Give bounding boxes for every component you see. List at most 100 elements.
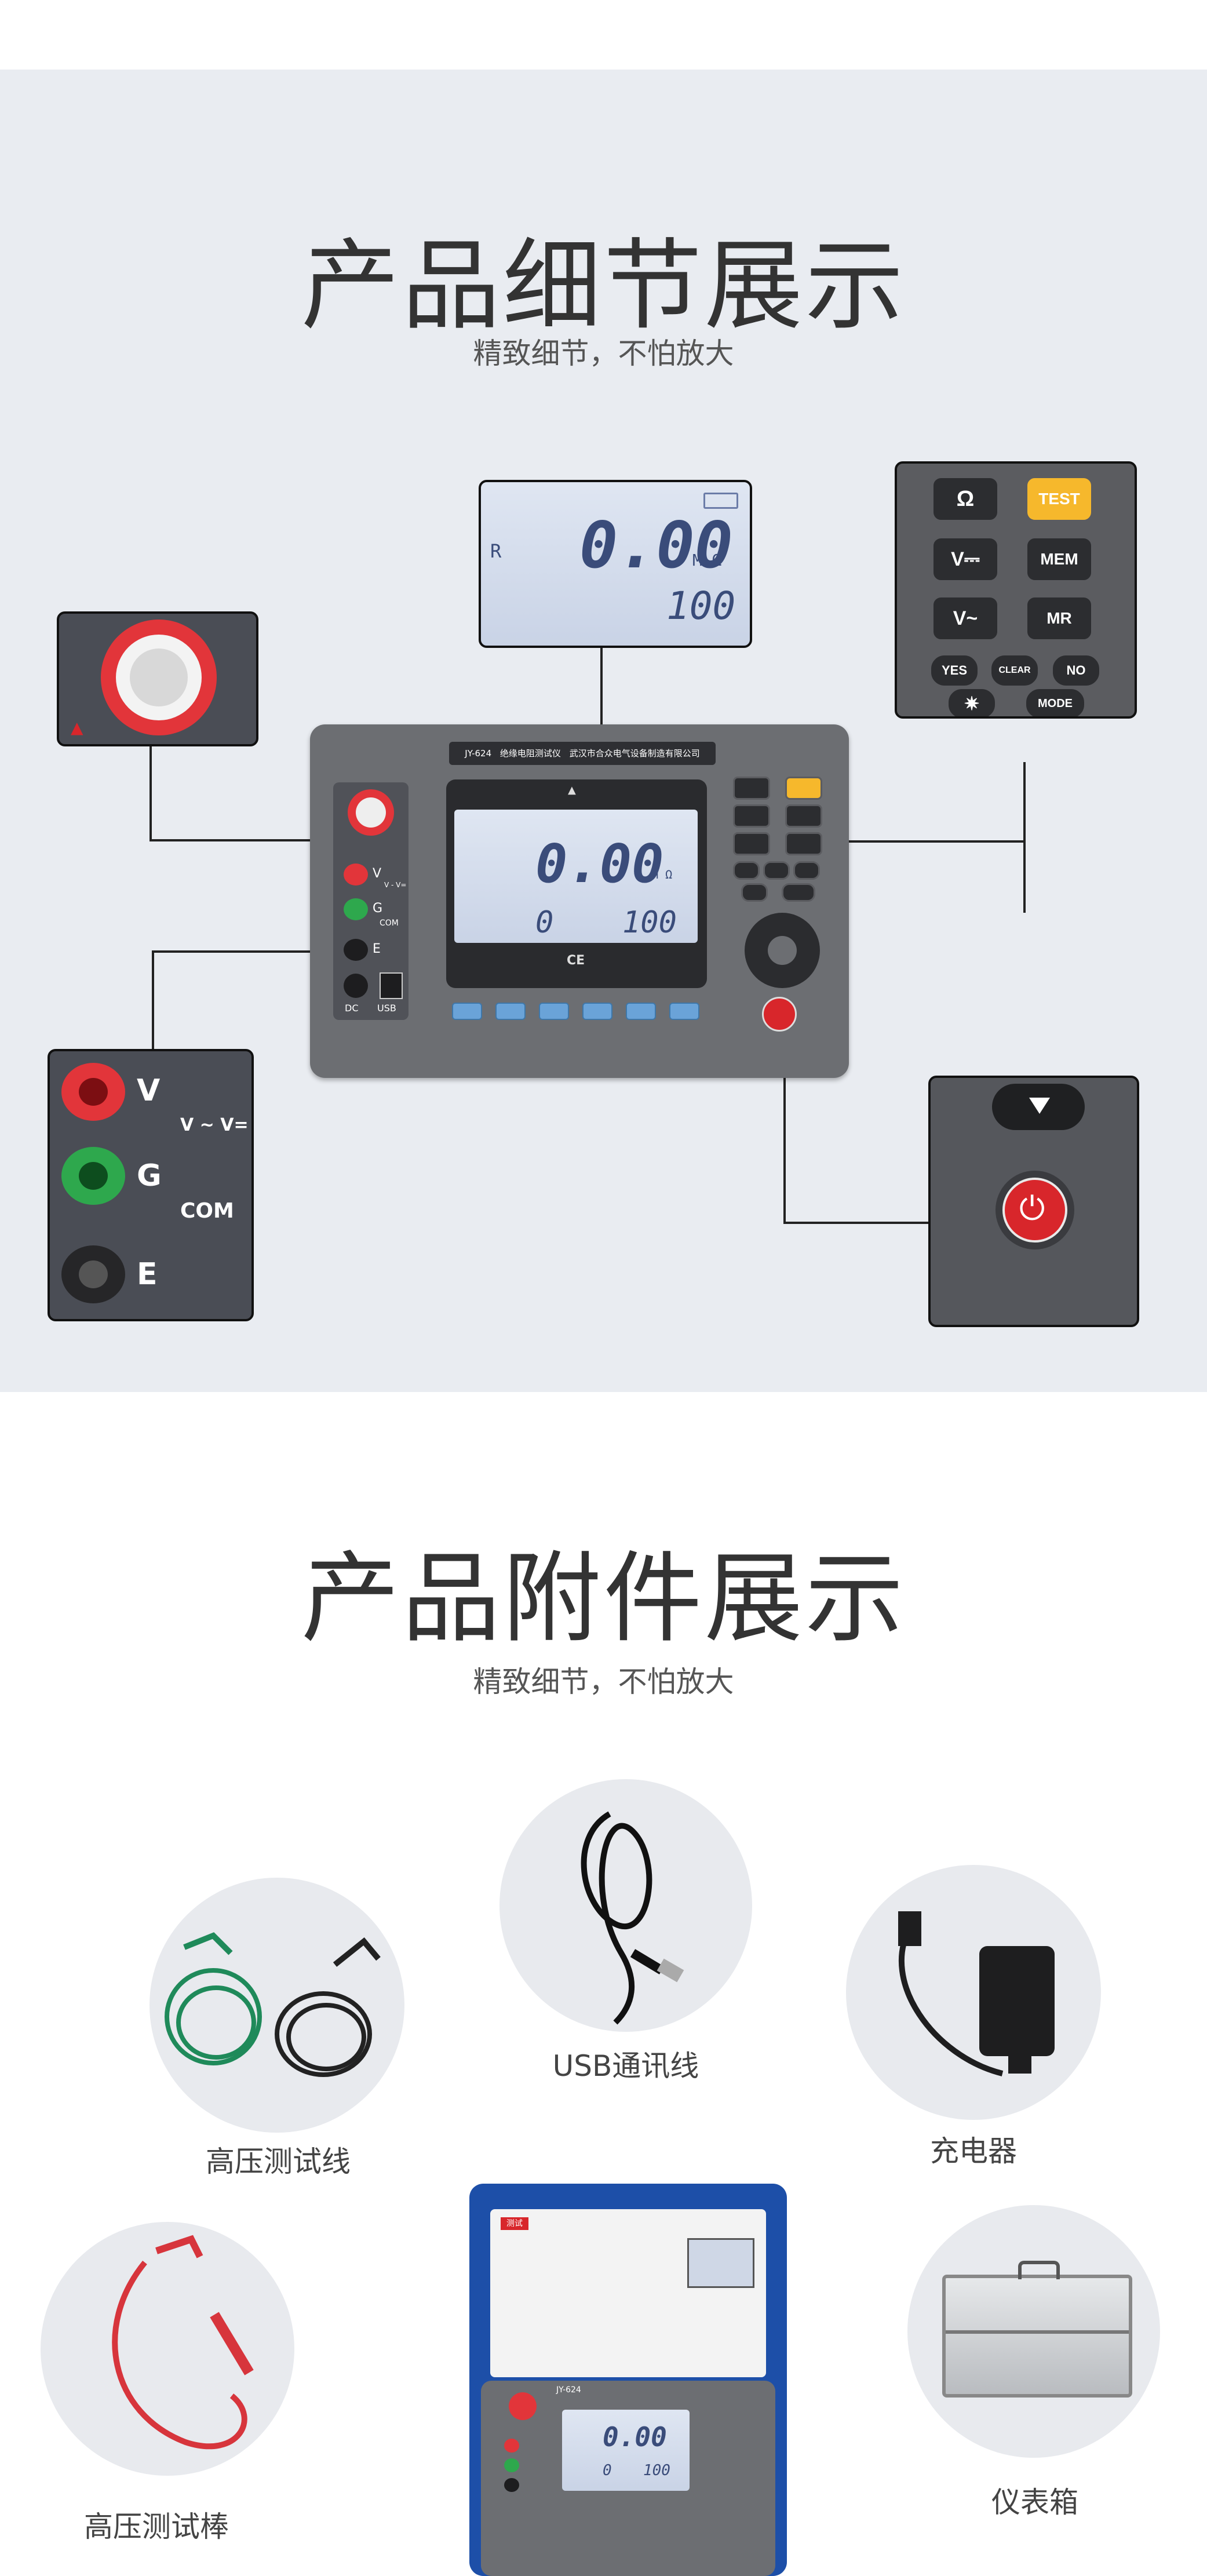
device-v-label: V (373, 866, 382, 881)
charger-label: 充电器 (930, 2134, 1017, 2168)
device-lcd-left: 0 (535, 905, 554, 940)
zoom-keypad-panel: Ω TEST V⎓ MEM V~ MR YES CLEAR NO ✷ MODE (895, 461, 1137, 719)
device-keypad (733, 777, 832, 927)
softkey-3[interactable] (539, 1003, 569, 1020)
connector-term-h (152, 950, 337, 953)
device-no-key[interactable] (793, 861, 820, 880)
connector-keys-v (1023, 762, 1026, 913)
warning-icon: ▲ (71, 718, 83, 737)
zoom-lcd-reading: 0.00 (579, 508, 733, 582)
zoom-lcd-r-label: R (490, 540, 502, 562)
zoom-hv-jack-panel: ▲ (57, 611, 258, 746)
case-lid-tag: 测试 (501, 2217, 528, 2230)
device-yes-key[interactable] (733, 861, 760, 880)
accessories-title: 产品附件展示 (301, 1542, 906, 1656)
device-header-strip: JY-624 绝缘电阻测试仪 武汉市合众电气设备制造有限公司 (449, 742, 716, 765)
tester-device: JY-624 绝缘电阻测试仪 武汉市合众电气设备制造有限公司 V V - V= … (310, 724, 849, 1078)
terminal-e-icon (61, 1245, 125, 1303)
softkey-1[interactable] (452, 1003, 482, 1020)
softkey-4[interactable] (582, 1003, 612, 1020)
zoom-terminals-panel: V G E V ~ V= COM (48, 1049, 254, 1321)
case-lid-manual: 测试 (490, 2209, 766, 2377)
no-key[interactable]: NO (1051, 654, 1101, 687)
power-button[interactable]: ⏻ (1002, 1178, 1067, 1243)
detail-title: 产品细节展示 (301, 229, 906, 344)
mem-key[interactable]: MEM (1026, 537, 1093, 582)
connector-lcd (600, 643, 603, 777)
device-maker: 武汉市合众电气设备制造有限公司 (569, 748, 700, 759)
connector-power-h (783, 1222, 928, 1224)
usb-label: USB (377, 1003, 396, 1014)
down-arrow-icon (1029, 1098, 1050, 1114)
down-arrow-button[interactable] (992, 1084, 1085, 1130)
connector-term-v (152, 950, 154, 1049)
zoom-lcd-unit: M Ω (692, 551, 722, 570)
terminal-g-label: G (137, 1158, 162, 1193)
case-lcd-right: 100 (643, 2462, 670, 2479)
com-label: COM (180, 1199, 234, 1223)
softkey-5[interactable] (626, 1003, 656, 1020)
device-display-bezel: ▲ 0.00 M Ω 0 100 CE (446, 779, 707, 988)
device-vac-key[interactable] (733, 832, 770, 855)
device-g-label: G (373, 901, 383, 916)
ce-mark: CE (567, 953, 585, 968)
zoom-power-panel: ⏻ (928, 1076, 1139, 1327)
vac-key[interactable]: V~ (932, 596, 999, 641)
device-terminal-column: V V - V= G COM E DC USB (333, 782, 409, 1020)
device-mode-key[interactable] (782, 883, 815, 902)
mode-key[interactable]: MODE (1024, 687, 1086, 716)
dc-port (344, 974, 368, 998)
device-e-label: E (373, 942, 381, 956)
device-vdc-key[interactable] (733, 804, 770, 828)
mr-key[interactable]: MR (1026, 596, 1093, 641)
terminal-v-label: V (137, 1073, 161, 1108)
light-key[interactable]: ✷ (947, 687, 997, 716)
device-clear-key[interactable] (763, 861, 790, 880)
detail-subtitle: 精致细节，不怕放大 (473, 337, 734, 370)
device-power-button[interactable] (762, 997, 797, 1032)
device-lcd-right: 100 (622, 905, 677, 940)
connector-power-v (783, 1020, 786, 1223)
softkey-2[interactable] (495, 1003, 526, 1020)
device-com-label: COM (380, 919, 399, 928)
terminal-v-icon (61, 1063, 125, 1121)
device-dpad[interactable] (745, 913, 820, 988)
device-mr-key[interactable] (785, 832, 822, 855)
usb-port (380, 972, 403, 999)
power-icon: ⏻ (1019, 1190, 1045, 1227)
hv-test-lead-label: 高压测试线 (206, 2145, 351, 2178)
test-key[interactable]: TEST (1026, 476, 1093, 522)
device-ohm-key[interactable] (733, 777, 770, 800)
softkey-6[interactable] (669, 1003, 699, 1020)
case-device: JY-624 0.00 0 100 (481, 2381, 775, 2576)
terminal-e-label: E (137, 1257, 158, 1292)
device-hv-jack (348, 789, 394, 836)
hv-test-probe-image (41, 2222, 294, 2476)
device-model: JY-624 (465, 748, 492, 759)
device-lcd-reading: 0.00 (535, 833, 664, 895)
device-light-key[interactable] (741, 883, 768, 902)
device-test-key[interactable] (785, 777, 822, 800)
device-mem-key[interactable] (785, 804, 822, 828)
yes-key[interactable]: YES (929, 654, 979, 687)
vdc-key[interactable]: V⎓ (932, 537, 999, 582)
usb-cable-label: USB通讯线 (552, 2049, 699, 2083)
vv-label: V ~ V= (180, 1115, 249, 1135)
instrument-case-image: 测试 JY-624 0.00 0 100 (469, 2184, 787, 2576)
device-terminal-g (344, 898, 368, 920)
connector-keys-h (800, 840, 1026, 843)
device-name: 绝缘电阻测试仪 (499, 748, 561, 759)
hv-test-probe-label: 高压测试棒 (84, 2510, 229, 2544)
instrument-box-label: 仪表箱 (991, 2486, 1078, 2519)
instrument-box-image (907, 2205, 1160, 2458)
hv-test-lead-image (149, 1878, 404, 2133)
case-device-model: JY-624 (556, 2385, 581, 2395)
battery-icon (703, 493, 738, 509)
device-lcd: 0.00 M Ω 0 100 (454, 810, 698, 943)
device-warning-mark: ▲ (568, 784, 576, 796)
clear-key[interactable]: CLEAR (990, 654, 1040, 687)
usb-cable-image (499, 1779, 752, 2032)
dc-label: DC (345, 1003, 359, 1014)
ohm-key[interactable]: Ω (932, 476, 999, 522)
device-terminal-e (344, 939, 368, 961)
